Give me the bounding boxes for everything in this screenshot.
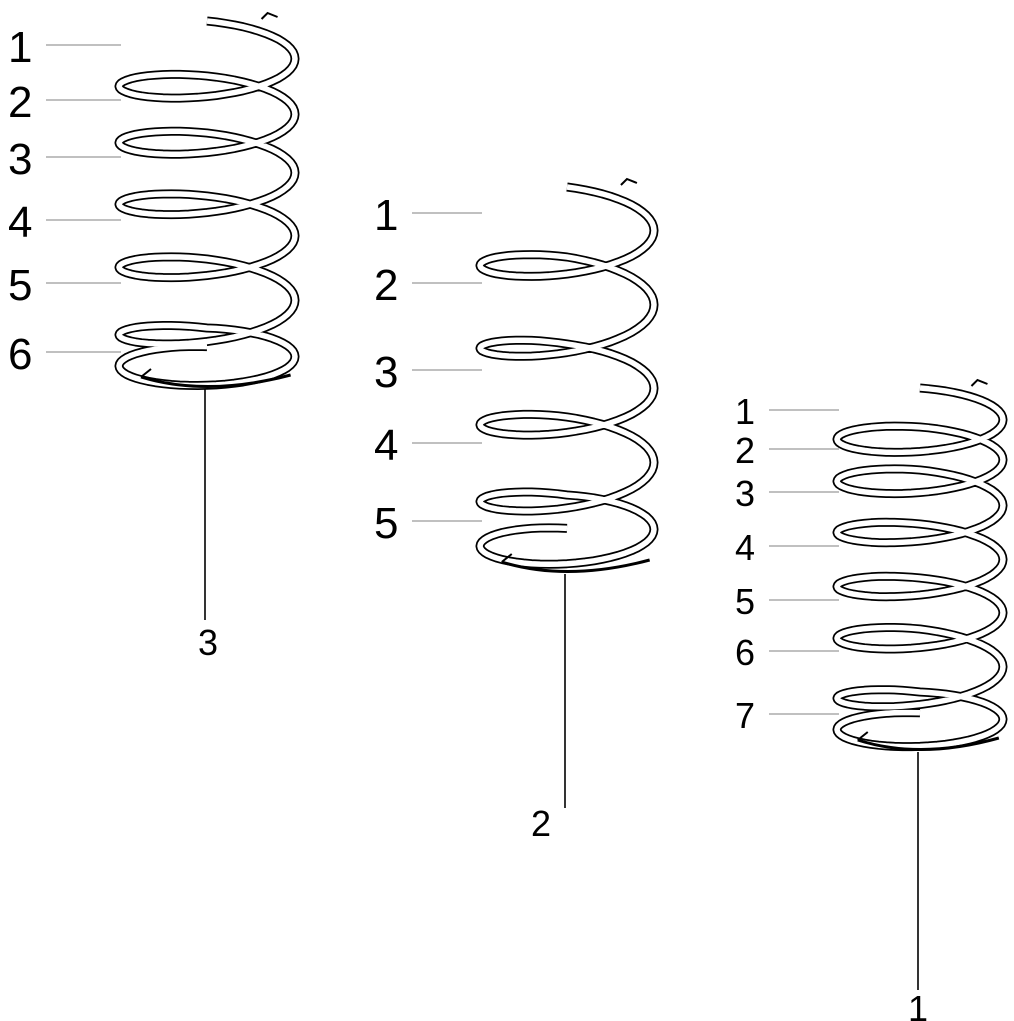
coil-number-label: 5: [374, 499, 398, 548]
coil-flat-end-tip: [857, 731, 869, 741]
coil-number-label: 4: [8, 198, 32, 247]
coil-flat-end-tip: [501, 553, 513, 563]
coil-number-label: 5: [735, 581, 755, 622]
coil-flat-end-tip: [140, 368, 152, 378]
coil-number-label: 2: [735, 430, 755, 471]
coil-wire-core: [477, 184, 657, 567]
coil-number-label: 7: [735, 695, 755, 736]
coil-number-label: 4: [735, 527, 755, 568]
coil-number-label: 6: [735, 632, 755, 673]
part-number-label: 3: [198, 622, 218, 663]
coil-number-label: 4: [374, 421, 398, 470]
coil-number-label: 2: [374, 261, 398, 310]
part-number-label: 1: [908, 988, 928, 1021]
coil-end-hook: [970, 378, 988, 387]
coil-flat-end: [501, 558, 651, 574]
coil-number-label: 3: [374, 348, 398, 397]
coil-number-label: 6: [8, 330, 32, 379]
coil-wire-core: [834, 385, 1006, 750]
coil-number-label: 1: [8, 23, 32, 72]
coil-number-label: 3: [735, 473, 755, 514]
coil-number-label: 3: [8, 135, 32, 184]
coil-flat-end: [857, 736, 1000, 752]
part-number-label: 2: [531, 803, 551, 844]
coil-flat-end: [140, 373, 291, 389]
coil-number-label: 1: [374, 191, 398, 240]
spring-2: 2 1 2 3 4 5: [374, 177, 659, 844]
coil-number-label: 1: [735, 391, 755, 432]
coil-number-label: 5: [8, 261, 32, 310]
coil-wire-core: [116, 18, 298, 389]
coil-end-hook: [260, 11, 278, 20]
coil-number-label: 2: [8, 78, 32, 127]
coil-end-hook: [620, 177, 638, 186]
spring-3: 3 1 2 3 4 5 6: [8, 11, 300, 663]
